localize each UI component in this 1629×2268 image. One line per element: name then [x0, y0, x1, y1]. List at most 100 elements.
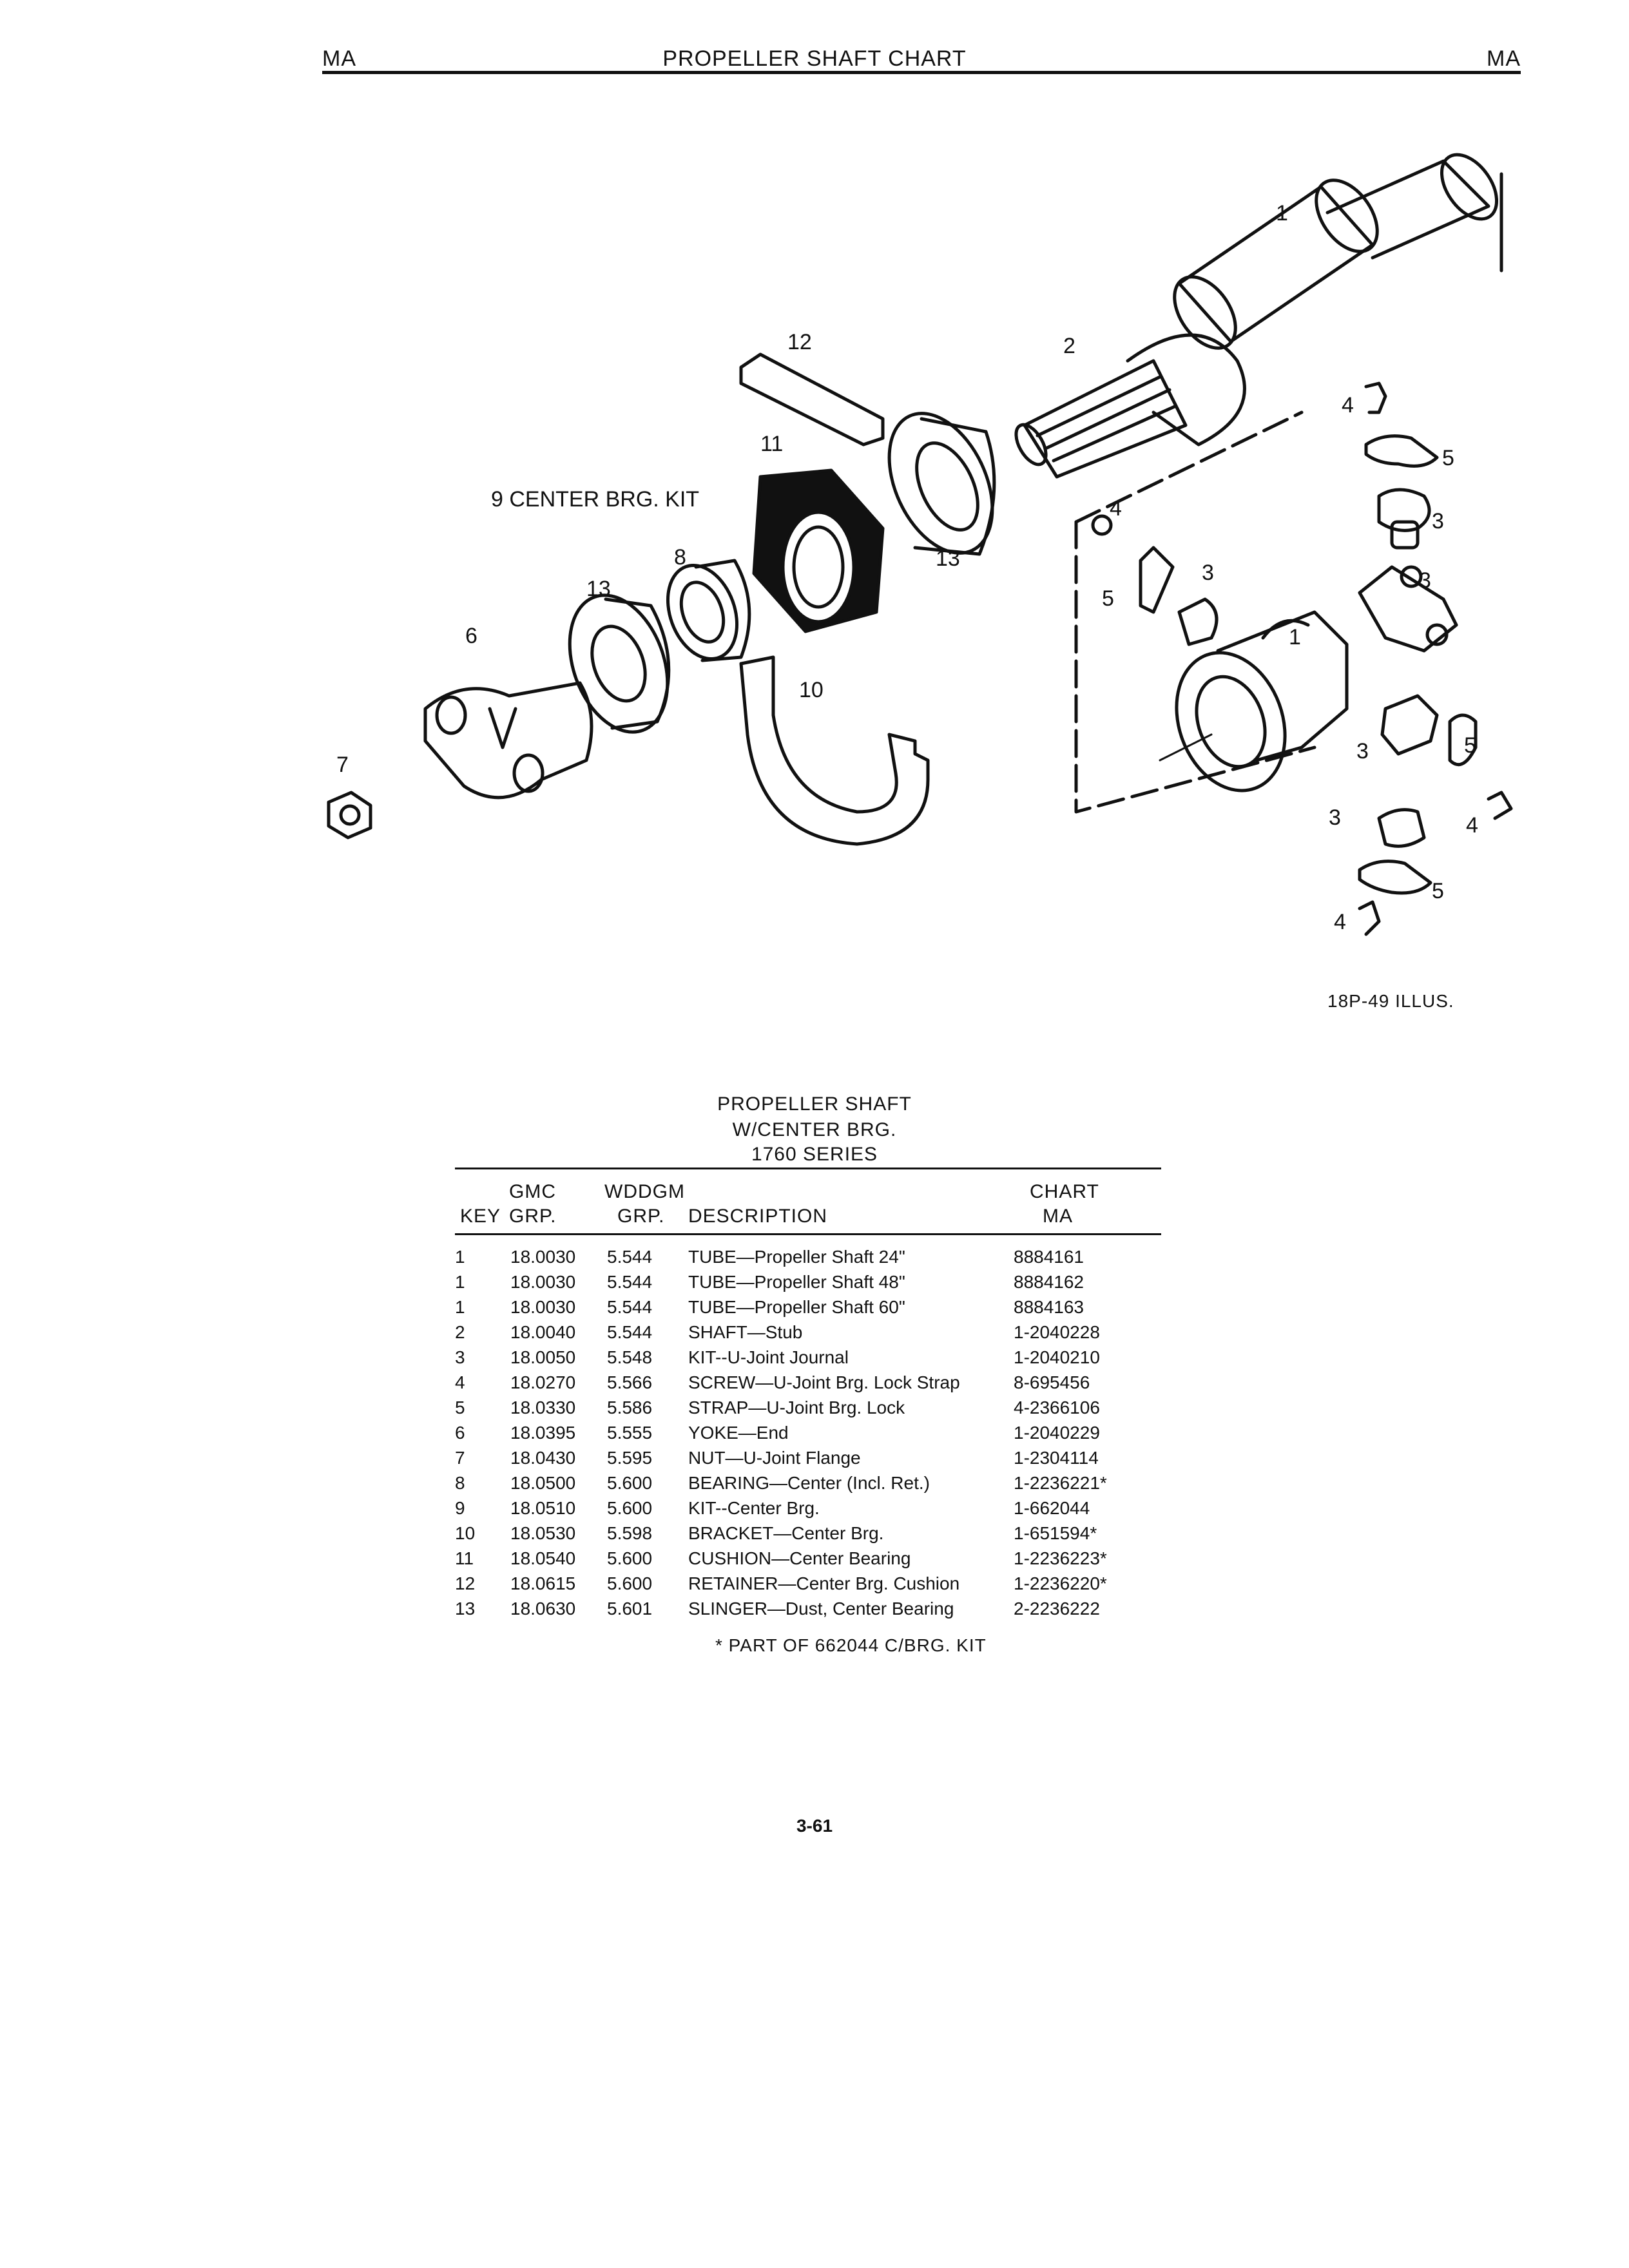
- cell-chart-ma: 1-2236223*: [1014, 1548, 1107, 1568]
- bearing-bracket-part: [739, 655, 930, 846]
- cell-gmc-grp: 18.0030: [510, 1247, 576, 1267]
- cell-wddgm-grp: 5.544: [607, 1247, 653, 1267]
- cell-gmc-grp: 18.0500: [510, 1473, 576, 1493]
- cell-key: 1: [455, 1297, 465, 1317]
- table-title-line-3: 1760 SERIES: [751, 1144, 878, 1165]
- cell-description: TUBE—Propeller Shaft 60": [688, 1297, 905, 1317]
- cell-wddgm-grp: 5.598: [607, 1523, 653, 1543]
- cell-description: KIT--Center Brg.: [688, 1498, 820, 1518]
- cell-description: RETAINER—Center Brg. Cushion: [688, 1573, 960, 1593]
- callout-7: 7: [336, 753, 349, 777]
- bearing-cap-parts: [1177, 488, 1439, 848]
- cell-key: 11: [455, 1548, 474, 1568]
- cell-key: 10: [455, 1523, 476, 1543]
- col-wddgm-top: WDDGM: [604, 1181, 685, 1202]
- stub-shaft-part: [1014, 333, 1246, 479]
- callout-3d: 3: [1356, 739, 1369, 764]
- exploded-view-illustration: 1 1 2 3 3 3 3 3 4 4 4 4 5 5 5 5 6 7 8 9 …: [327, 153, 1513, 936]
- callout-3e: 3: [1329, 805, 1341, 830]
- cell-gmc-grp: 18.0510: [510, 1498, 576, 1518]
- cell-wddgm-grp: 5.566: [607, 1372, 653, 1392]
- callout-13-left: 13: [586, 577, 611, 601]
- cell-description: STRAP—U-Joint Brg. Lock: [688, 1398, 905, 1418]
- cell-description: CUSHION—Center Bearing: [688, 1548, 911, 1568]
- header-right-code: MA: [1487, 46, 1521, 71]
- cell-gmc-grp: 18.0030: [510, 1272, 576, 1292]
- lock-strap-parts: [1139, 434, 1478, 895]
- cell-wddgm-grp: 5.600: [607, 1498, 653, 1518]
- tube-yoke-part: [1175, 610, 1349, 793]
- callout-4a: 4: [1342, 393, 1354, 418]
- retainer-strap-part: [739, 352, 885, 447]
- cell-gmc-grp: 18.0270: [510, 1372, 576, 1392]
- cell-gmc-grp: 18.0050: [510, 1347, 576, 1367]
- u-joint-journal-part: [1358, 565, 1458, 653]
- cell-chart-ma: 2-2236222: [1014, 1599, 1100, 1619]
- table-row: 1 18.0030 5.544 TUBE—Propeller Shaft 48" 888…: [455, 1272, 1164, 1297]
- col-chart-bottom: MA: [1043, 1206, 1073, 1227]
- cell-chart-ma: 4-2366106: [1014, 1398, 1100, 1418]
- cell-wddgm-grp: 5.544: [607, 1297, 653, 1317]
- cell-wddgm-grp: 5.544: [607, 1322, 653, 1342]
- cell-description: TUBE—Propeller Shaft 48": [688, 1272, 905, 1292]
- cell-wddgm-grp: 5.586: [607, 1398, 653, 1418]
- cell-wddgm-grp: 5.548: [607, 1347, 653, 1367]
- callout-1-yoke: 1: [1289, 625, 1301, 649]
- cell-wddgm-grp: 5.555: [607, 1423, 653, 1443]
- cell-chart-ma: 1-2304114: [1014, 1448, 1099, 1468]
- cell-description: TUBE—Propeller Shaft 24": [688, 1247, 905, 1267]
- callout-3b: 3: [1432, 509, 1444, 533]
- callout-13-right: 13: [936, 546, 960, 571]
- cell-wddgm-grp: 5.600: [607, 1473, 653, 1493]
- cell-gmc-grp: 18.0430: [510, 1448, 576, 1468]
- callout-2: 2: [1063, 334, 1075, 358]
- cell-key: 5: [455, 1398, 465, 1418]
- cell-wddgm-grp: 5.600: [607, 1548, 653, 1568]
- callout-10: 10: [799, 678, 824, 702]
- cell-gmc-grp: 18.0395: [510, 1423, 576, 1443]
- table-title-line-2: W/CENTER BRG.: [732, 1119, 897, 1140]
- cell-chart-ma: 8884162: [1014, 1272, 1084, 1292]
- cell-description: SHAFT—Stub: [688, 1322, 803, 1342]
- col-key: KEY: [460, 1206, 501, 1227]
- callout-5c: 5: [1464, 733, 1476, 758]
- cell-key: 13: [455, 1599, 476, 1619]
- cell-chart-ma: 8884161: [1014, 1247, 1084, 1267]
- cell-description: YOKE—End: [688, 1423, 789, 1443]
- callout-4c: 4: [1466, 813, 1478, 838]
- col-wddgm-bottom: GRP.: [617, 1206, 665, 1227]
- header-left-code: MA: [322, 46, 356, 71]
- flange-nut-part: [327, 791, 372, 840]
- cell-gmc-grp: 18.0630: [510, 1599, 576, 1619]
- cell-key: 3: [455, 1347, 465, 1367]
- col-gmc-bottom: GRP.: [509, 1206, 557, 1227]
- cell-key: 7: [455, 1448, 465, 1468]
- cell-description: SLINGER—Dust, Center Bearing: [688, 1599, 954, 1619]
- cell-chart-ma: 8884163: [1014, 1297, 1084, 1317]
- cell-chart-ma: 1-2040210: [1014, 1347, 1100, 1367]
- center-bearing-cushion-part: [752, 468, 885, 633]
- table-footnote: * PART OF 662044 C/BRG. KIT: [715, 1635, 987, 1655]
- slinger-ring-left-part: [568, 593, 671, 734]
- table-row: 5 18.0330 5.586 STRAP—U-Joint Brg. Lock 4-23…: [455, 1398, 1164, 1423]
- cell-key: 1: [455, 1272, 465, 1292]
- cell-description: NUT—U-Joint Flange: [688, 1448, 861, 1468]
- cell-wddgm-grp: 5.600: [607, 1573, 653, 1593]
- page-number: 3-61: [796, 1816, 833, 1836]
- callout-1-tube: 1: [1276, 201, 1288, 226]
- cell-gmc-grp: 18.0330: [510, 1398, 576, 1418]
- cell-chart-ma: 1-2040228: [1014, 1322, 1100, 1342]
- center-bearing-part: [666, 559, 751, 662]
- cell-chart-ma: 1-2040229: [1014, 1423, 1100, 1443]
- cell-wddgm-grp: 5.544: [607, 1272, 653, 1292]
- cell-key: 9: [455, 1498, 465, 1518]
- parts-table: 1 18.0030 5.544 TUBE—Propeller Shaft 24" 888…: [455, 1247, 1164, 1624]
- table-header-rule: [455, 1233, 1161, 1235]
- header-rule: [322, 71, 1521, 74]
- slinger-ring-right-part: [887, 412, 996, 556]
- callout-4d: 4: [1334, 910, 1346, 934]
